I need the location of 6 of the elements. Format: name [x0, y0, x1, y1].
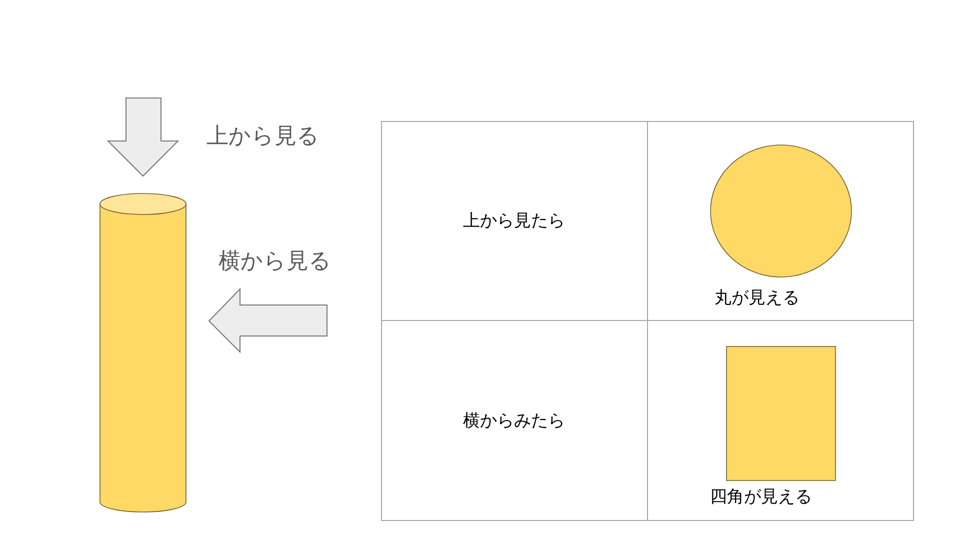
- view-direction-label: 横から見る: [218, 248, 332, 276]
- row-label: 横からみたら: [463, 410, 565, 432]
- view-direction-label: 上から見る: [206, 124, 320, 150]
- row-label: 上から見たら: [463, 210, 565, 232]
- result-label: 四角が見える: [710, 486, 812, 508]
- result-label: 丸が見える: [714, 288, 800, 308]
